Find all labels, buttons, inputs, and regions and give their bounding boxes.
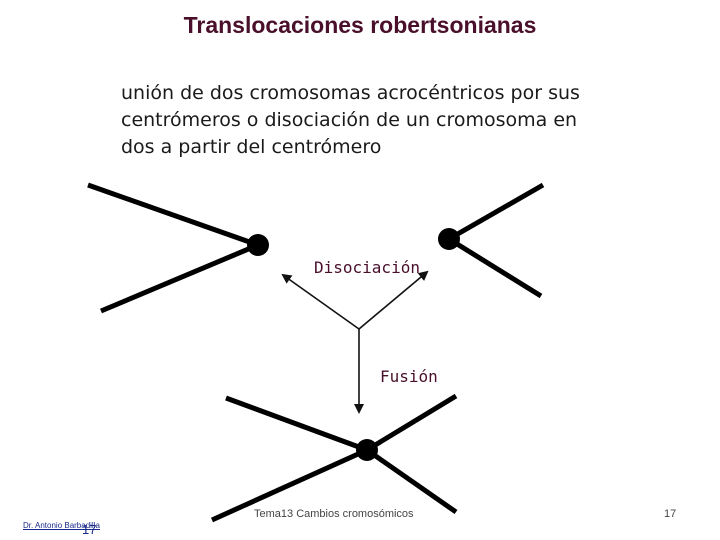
right-centromere	[438, 228, 460, 250]
right-chromosome-short-arm	[447, 236, 543, 299]
description-line-2: centrómeros o disociación de un cromosom…	[121, 109, 578, 131]
fused-centromere	[356, 439, 378, 461]
description-line-1: unión de dos cromosomas acrocéntricos po…	[121, 82, 580, 104]
disociacion-label: Disociación	[314, 258, 420, 277]
fused-arm-lower-right	[365, 447, 458, 515]
left-chromosome-long-arm	[87, 182, 259, 248]
right-acrocentric-chromosome	[438, 182, 545, 299]
disociacion-arrow-left	[281, 273, 360, 330]
fused-chromosome	[210, 393, 458, 523]
footer-topic: Tema13 Cambios cromosómicos	[254, 508, 414, 520]
description-text: unión de dos cromosomas acrocéntricos po…	[121, 80, 641, 161]
slide-number-small: 17	[82, 522, 97, 537]
fused-arm-lower-left	[210, 447, 369, 523]
footer-page-number: 17	[664, 508, 677, 520]
process-arrows	[281, 270, 429, 414]
right-chromosome-long-arm	[447, 182, 545, 242]
slide-title: Translocaciones robertsonianas	[183, 12, 537, 38]
left-centromere	[247, 234, 269, 256]
fusion-label: Fusión	[380, 367, 438, 386]
disociacion-arrow-right	[358, 270, 429, 330]
fused-arm-upper-left	[225, 395, 368, 453]
description-line-3: dos a partir del centrómero	[121, 136, 382, 158]
fused-arm-upper-right	[365, 393, 458, 453]
author-link[interactable]: Dr. Antonio Barbadilla	[23, 521, 100, 530]
left-acrocentric-chromosome	[87, 182, 269, 314]
left-chromosome-short-arm	[100, 242, 259, 314]
